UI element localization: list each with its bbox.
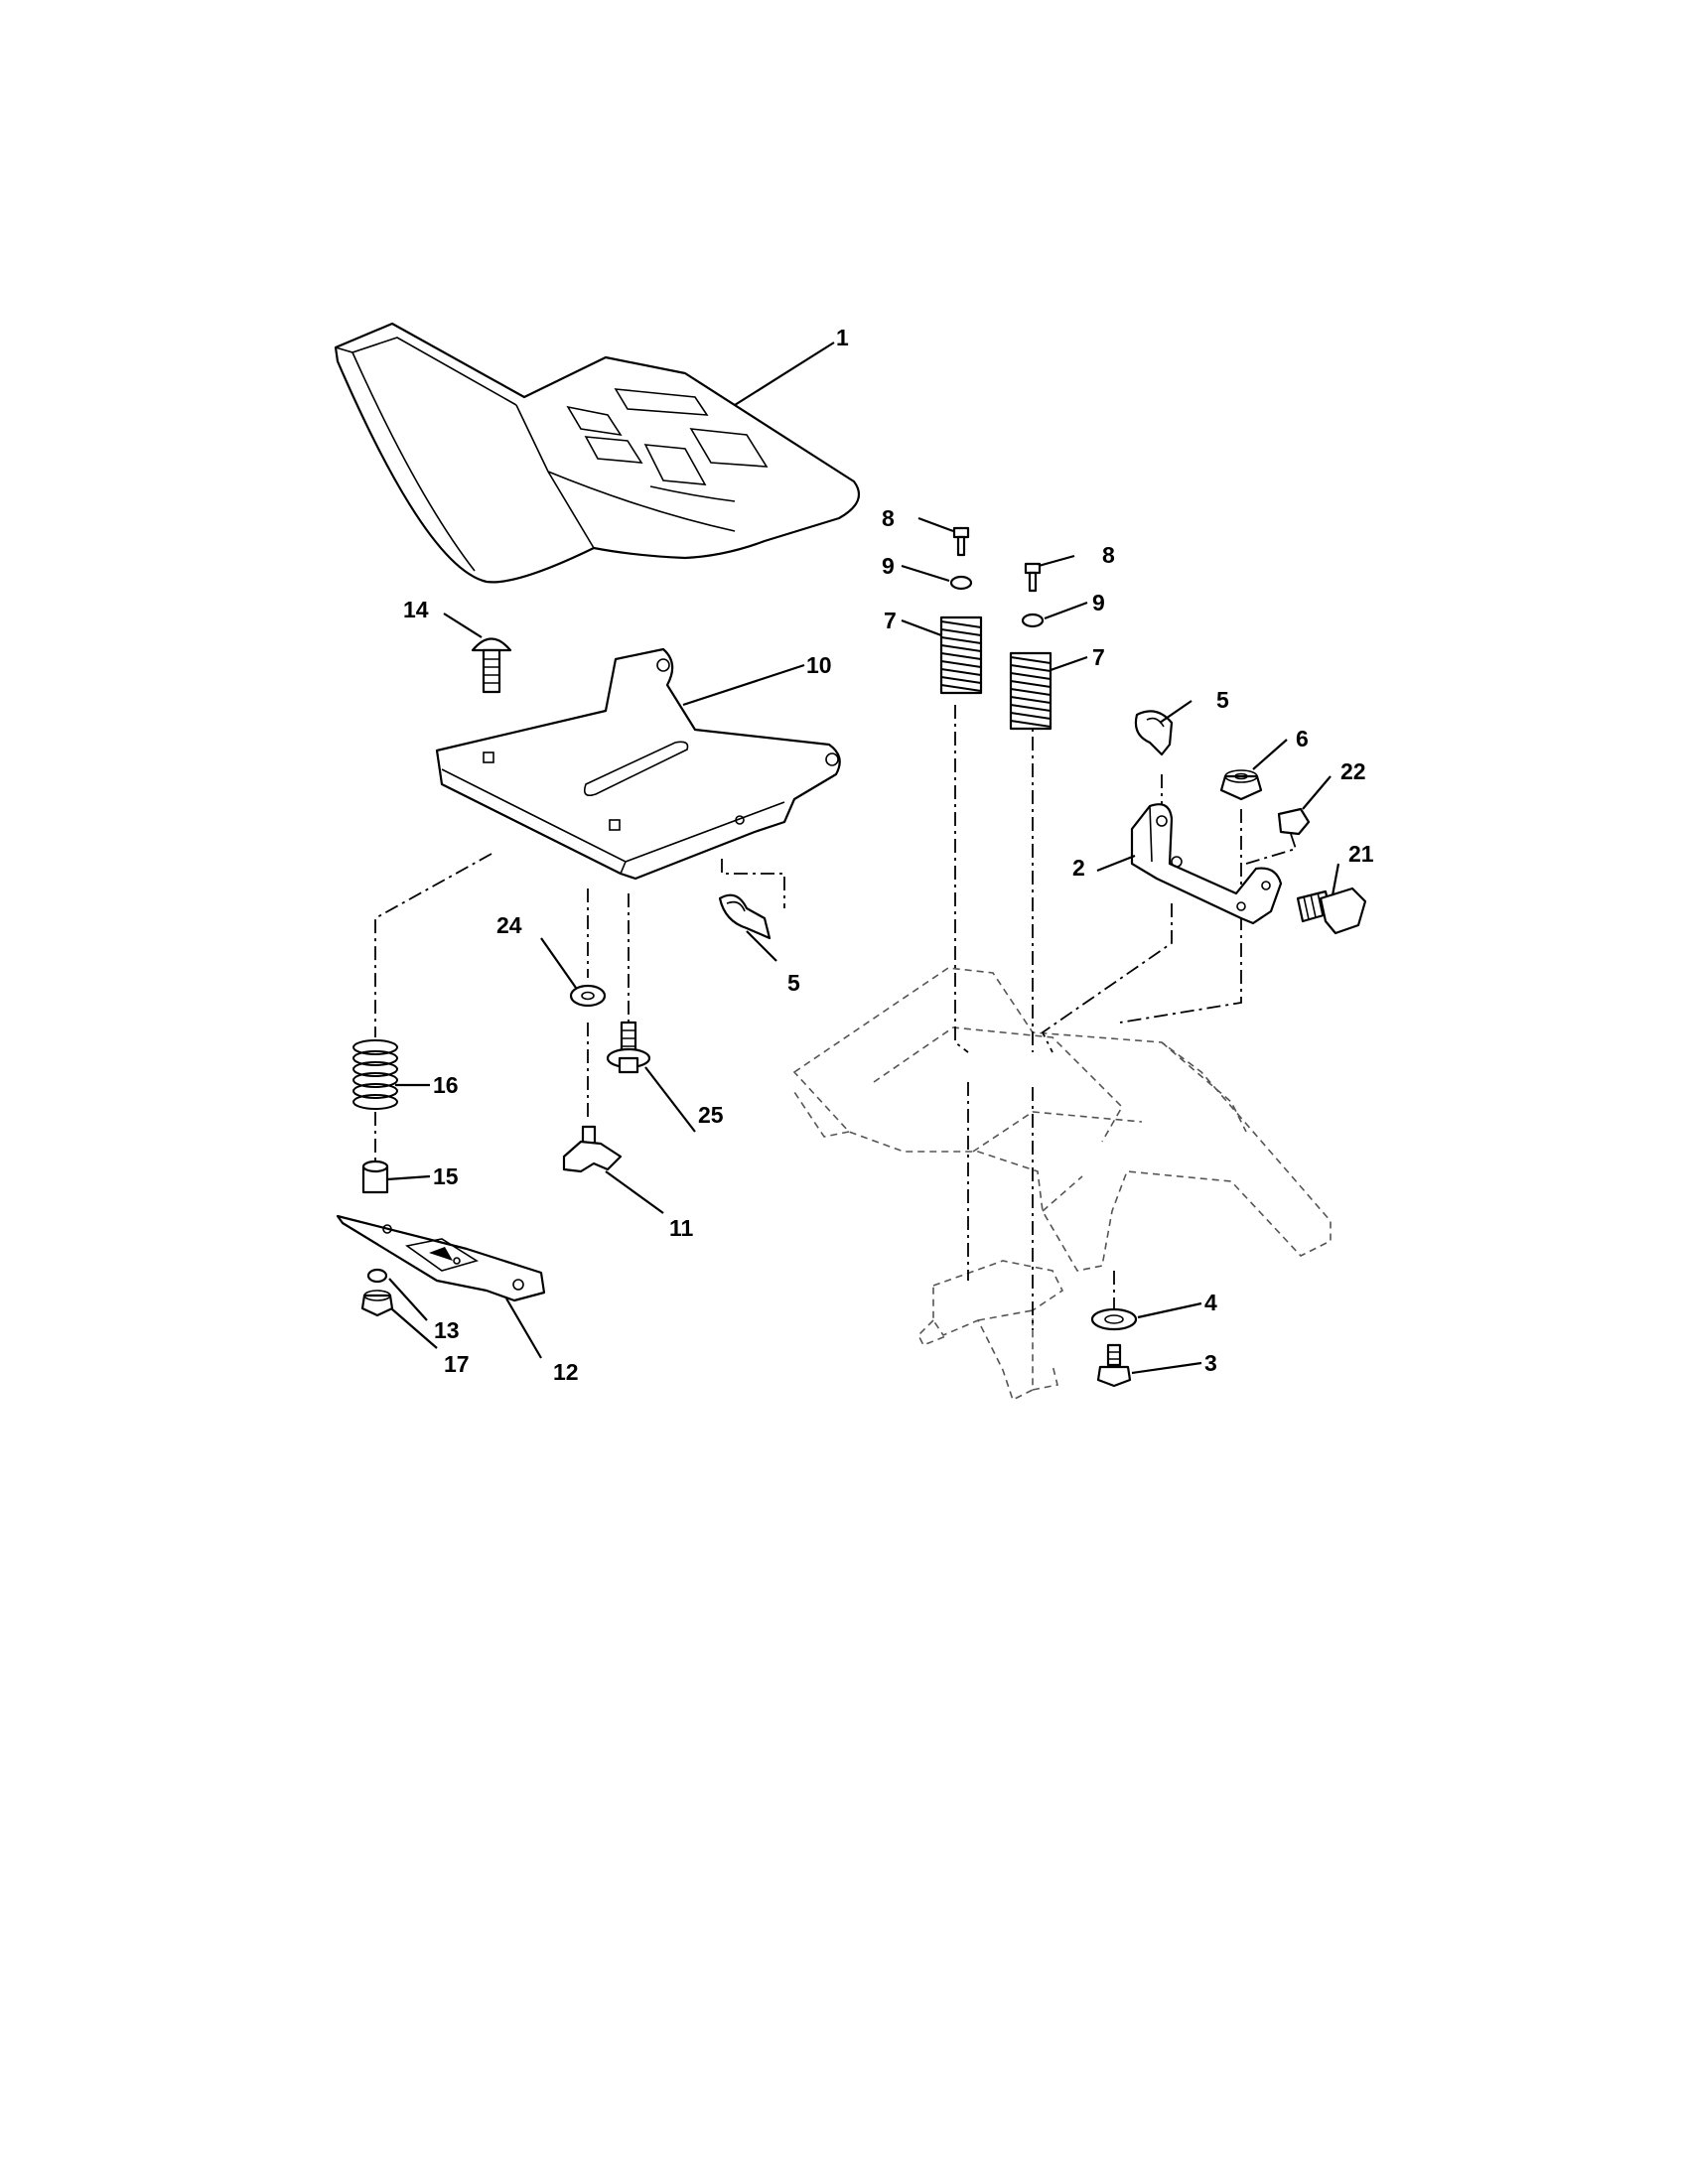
seat-part <box>334 322 861 584</box>
callout-14: 14 <box>403 597 429 622</box>
callout-12: 12 <box>553 1359 579 1385</box>
callout-3: 3 <box>1204 1350 1217 1376</box>
knob-part <box>562 1125 623 1173</box>
small-nut-part <box>1277 807 1311 836</box>
callout-9-right: 9 <box>1092 590 1105 615</box>
callout-11: 11 <box>669 1215 694 1241</box>
shoulder-bolt-right-part <box>1296 887 1367 935</box>
callout-7-right: 7 <box>1092 644 1105 670</box>
callout-7-left: 7 <box>884 608 897 633</box>
washer-part <box>569 984 607 1008</box>
callout-1: 1 <box>836 325 849 350</box>
callout-9-left: 9 <box>882 553 895 579</box>
clip-right-part <box>1134 710 1174 756</box>
callout-5-right: 5 <box>1216 687 1229 713</box>
callout-2: 2 <box>1072 855 1085 881</box>
bolt-right-part <box>1024 562 1042 593</box>
bolt-left-part <box>952 526 970 557</box>
callout-6: 6 <box>1296 726 1309 751</box>
lock-washer-part <box>366 1268 388 1284</box>
nut-right-part <box>1219 769 1263 801</box>
callout-17: 17 <box>444 1351 470 1377</box>
spring-left-part <box>352 1039 398 1110</box>
washer-left-part <box>949 575 973 591</box>
seat-pan-part <box>435 647 841 881</box>
washer-lower-part <box>1090 1307 1138 1331</box>
spacer-part <box>361 1160 389 1194</box>
spring-center-right-part <box>1009 651 1052 731</box>
callout-15: 15 <box>433 1163 459 1189</box>
spring-center-left-part <box>939 615 983 695</box>
leader-lines <box>386 341 1340 1375</box>
callout-5-left: 5 <box>787 970 800 996</box>
hex-bolt-part <box>1096 1343 1132 1388</box>
clip-left-part <box>718 893 772 940</box>
callout-labels: 1 2 3 4 5 5 6 7 7 8 8 9 9 10 11 12 13 14… <box>403 325 1374 1385</box>
callout-21: 21 <box>1348 841 1374 867</box>
callout-25: 25 <box>698 1102 724 1128</box>
assembly-lines <box>374 705 1298 1330</box>
callout-4: 4 <box>1204 1290 1217 1315</box>
washer-right-part <box>1021 613 1045 628</box>
callout-8-right: 8 <box>1102 542 1115 568</box>
shoulder-bolt-part <box>606 1021 651 1074</box>
callout-10: 10 <box>806 652 832 678</box>
bracket-part <box>1130 803 1283 925</box>
mounting-bracket-outline <box>917 1260 1064 1402</box>
callout-13: 13 <box>434 1317 460 1343</box>
callout-22: 22 <box>1340 758 1366 784</box>
callout-24: 24 <box>496 912 522 938</box>
seat-rail-part <box>336 1214 546 1302</box>
nut-left-part <box>360 1290 394 1317</box>
carriage-bolt-part <box>471 637 512 694</box>
callout-8-left: 8 <box>882 505 895 531</box>
callout-16: 16 <box>433 1072 459 1098</box>
tractor-frame-outline <box>792 967 1332 1272</box>
